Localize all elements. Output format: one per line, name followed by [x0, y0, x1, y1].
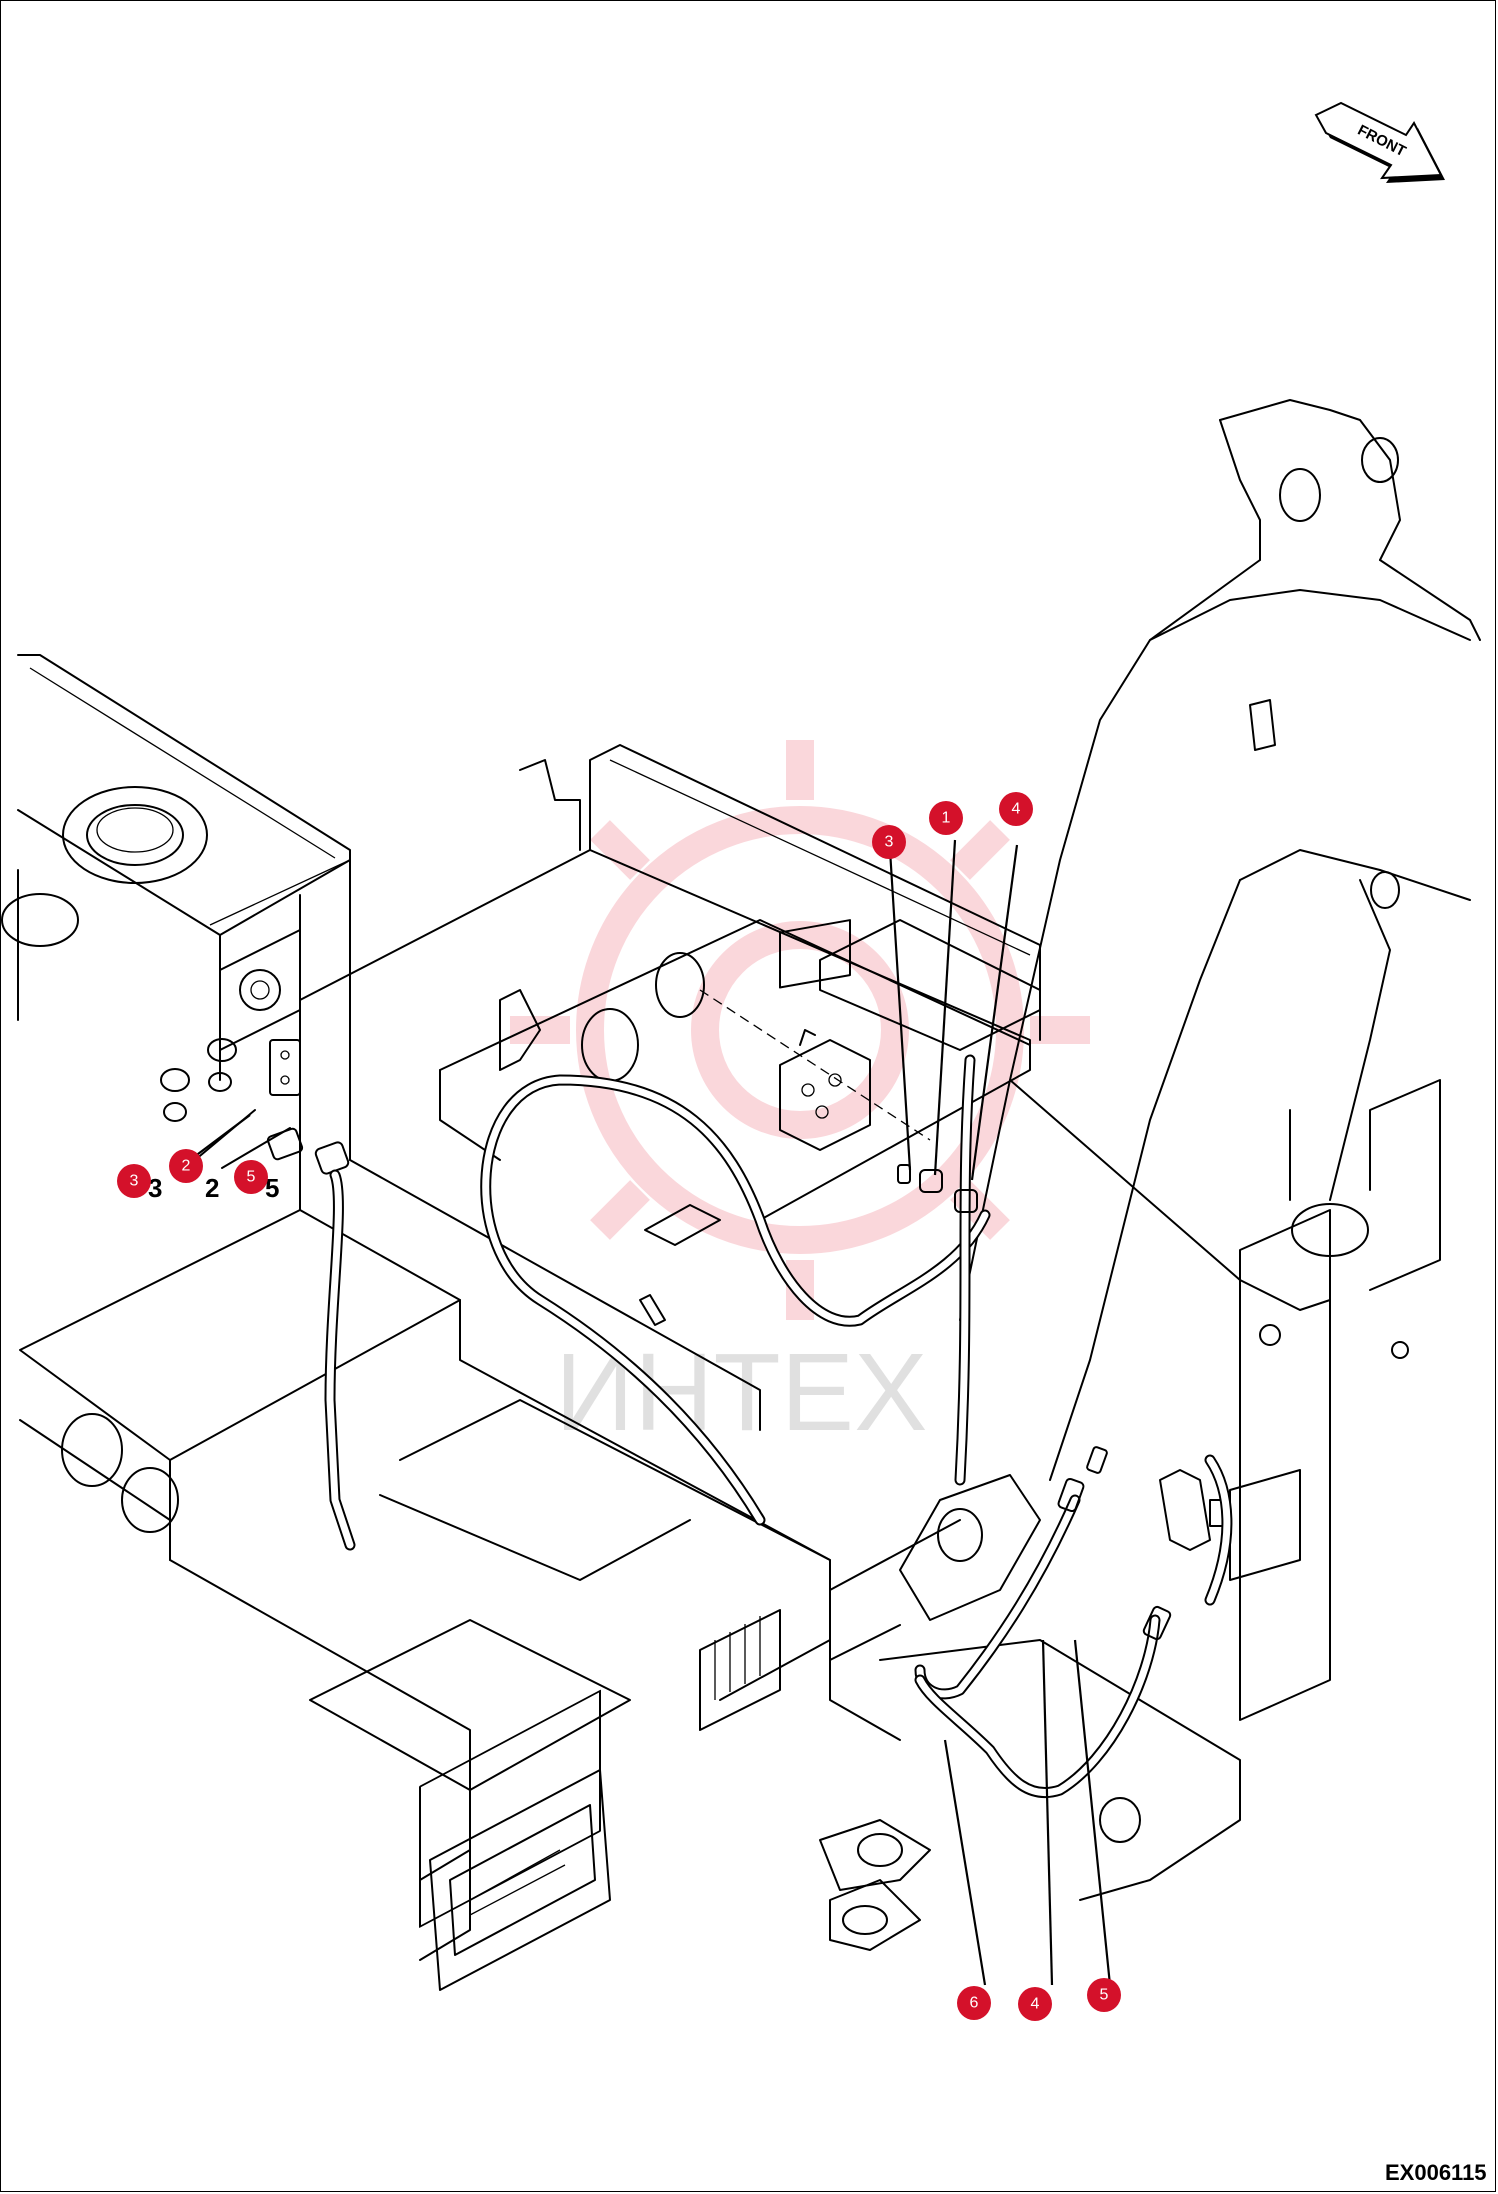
svg-text:6: 6 — [970, 1995, 979, 2012]
control-valve — [699, 919, 1041, 1151]
callout-4-bottom: 4 — [1018, 1987, 1052, 2021]
drawing-code: EX006115 — [1385, 2160, 1487, 2185]
svg-text:5: 5 — [1100, 1987, 1109, 2004]
hoses — [324, 1054, 1233, 1799]
leader-lines — [189, 839, 1112, 1986]
part-digit-3: 3 — [148, 1173, 162, 1203]
part-digit-2: 2 — [205, 1173, 219, 1203]
svg-text:2: 2 — [182, 1158, 191, 1175]
svg-text:3: 3 — [885, 834, 894, 851]
main-frame — [19, 744, 1041, 1991]
upper-frame-plate — [1, 654, 351, 1211]
callout-5-left: 5 — [234, 1160, 268, 1194]
part-digit-5: 5 — [265, 1173, 279, 1203]
svg-text:5: 5 — [247, 1169, 256, 1186]
svg-text:4: 4 — [1012, 801, 1021, 818]
callout-2-left: 2 — [169, 1149, 203, 1183]
watermark-logo: ИНТЕХ — [510, 740, 1090, 1454]
svg-text:1: 1 — [942, 810, 951, 827]
callout-1-center: 1 — [929, 801, 963, 835]
svg-text:4: 4 — [1031, 1996, 1040, 2013]
boom-assembly — [819, 399, 1481, 1951]
callout-6-bottom: 6 — [957, 1986, 991, 2020]
callout-3-center: 3 — [872, 825, 906, 859]
part-digits: 3 2 5 — [148, 1173, 279, 1203]
callout-3-left: 3 — [117, 1164, 151, 1198]
callout-4-center: 4 — [999, 792, 1033, 826]
front-arrow: FRONT — [1314, 101, 1445, 183]
svg-text:3: 3 — [130, 1173, 139, 1190]
callout-5-bottom: 5 — [1087, 1978, 1121, 2012]
